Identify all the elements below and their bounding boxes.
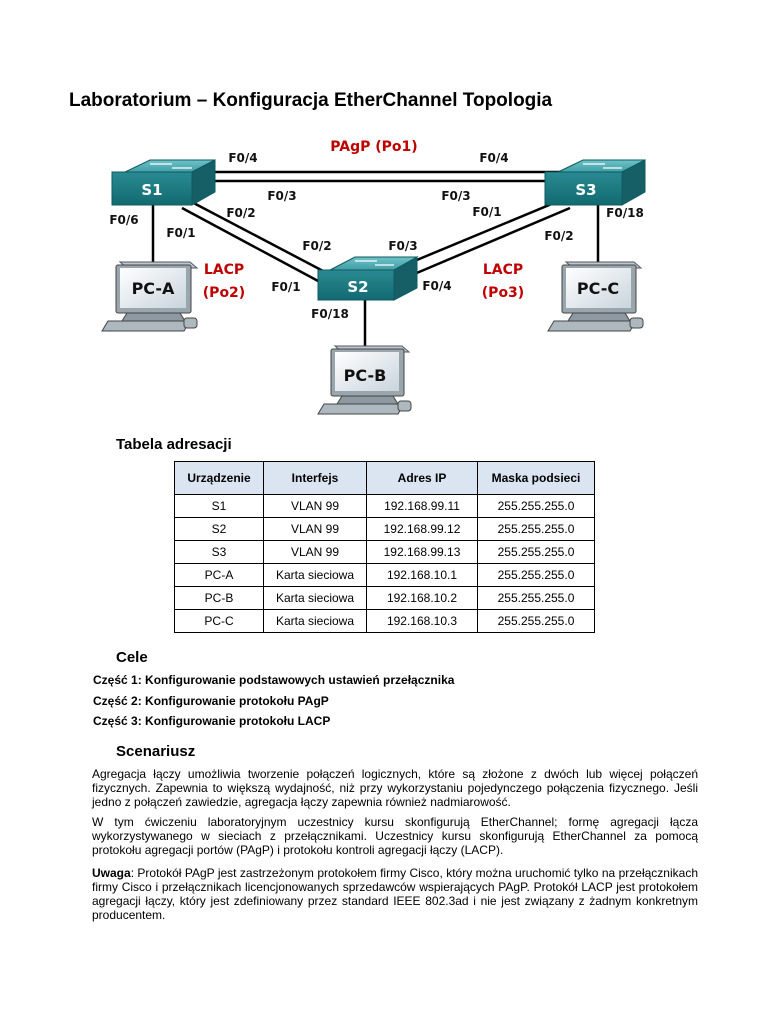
table-cell: 192.168.10.2 [366,586,478,610]
table-cell: PC-A [174,563,264,587]
access-links [151,204,600,352]
table-cell: 192.168.10.1 [366,563,478,587]
goals-heading: Cele [116,649,148,666]
table-row: PC-A Karta sieciowa 192.168.10.1 255.255… [174,563,595,587]
table-cell: 192.168.99.12 [366,517,478,541]
po3-protocol-label: LACP [483,262,523,278]
pc-a-label: PC-A [132,279,175,298]
port-label: F0/3 [388,239,417,253]
switch-s1: S1 [111,159,216,206]
column-header: Maska podsieci [477,461,595,495]
table-cell: S3 [174,540,264,564]
pc-c: PC-C [547,261,644,332]
addressing-table: Urządzenie Interfejs Adres IP Maska pods… [174,461,595,633]
switch-s3: S3 [544,159,646,206]
link-s1-s2-po2 [181,197,326,284]
table-cell: 255.255.255.0 [477,586,595,610]
pc-a: PC-A [101,261,199,332]
table-cell: Karta sieciowa [263,609,367,633]
switch-s2-label: S2 [347,278,368,296]
table-cell: Karta sieciowa [263,563,367,587]
table-row: S2 VLAN 99 192.168.99.12 255.255.255.0 [174,517,595,541]
pc-b-label: PC-B [344,366,387,385]
table-cell: Karta sieciowa [263,586,367,610]
scenario-note: Uwaga: Protokół PAgP jest zastrzeżonym p… [92,866,698,922]
table-row: S3 VLAN 99 192.168.99.13 255.255.255.0 [174,540,595,564]
port-label: F0/1 [472,205,501,219]
note-text: : Protokół PAgP jest zastrzeżonym protok… [92,866,698,922]
port-label: F0/3 [267,189,296,203]
table-cell: S1 [174,494,264,518]
goal-item: Część 3: Konfigurowanie protokołu LACP [93,714,331,728]
column-header: Urządzenie [174,461,264,495]
pc-b: PC-B [317,345,412,415]
addressing-table-heading: Tabela adresacji [116,436,232,453]
network-topology-diagram: S1 S3 S2 PC-A PC-C [101,139,646,415]
note-label: Uwaga [92,866,131,880]
link-s3-s2-po3 [411,196,571,277]
column-header: Adres IP [366,461,478,495]
table-cell: 255.255.255.0 [477,494,595,518]
scenario-heading: Scenariusz [116,743,196,760]
po2-name-label: (Po2) [203,285,245,301]
port-label: F0/1 [271,280,300,294]
pc-c-label: PC-C [577,279,619,298]
port-label: F0/4 [479,151,508,165]
port-label: F0/6 [109,213,138,227]
table-cell: 192.168.10.3 [366,609,478,633]
table-cell: VLAN 99 [263,540,367,564]
port-label: F0/4 [228,151,257,165]
column-header: Interfejs [263,461,367,495]
port-label: F0/1 [166,226,195,240]
po2-protocol-label: LACP [204,262,244,278]
table-cell: PC-C [174,609,264,633]
page-title: Laboratorium – Konfiguracja EtherChannel… [69,90,553,111]
port-label: F0/18 [311,307,349,321]
switch-s2: S2 [317,256,419,301]
po3-name-label: (Po3) [482,285,524,301]
table-cell: 255.255.255.0 [477,540,595,564]
table-row: PC-B Karta sieciowa 192.168.10.2 255.255… [174,586,595,610]
switch-s1-label: S1 [141,181,162,199]
table-cell: VLAN 99 [263,517,367,541]
scenario-paragraph-1: Agregacja łączy umożliwia tworzenie połą… [92,767,698,809]
table-row: PC-C Karta sieciowa 192.168.10.3 255.255… [174,609,595,633]
port-label: F0/18 [606,206,644,220]
switch-s3-label: S3 [575,181,596,199]
port-label: F0/4 [422,279,451,293]
port-label: F0/3 [441,189,470,203]
port-label: F0/2 [302,239,331,253]
po1-label: PAgP (Po1) [330,139,417,155]
table-cell: 192.168.99.13 [366,540,478,564]
scenario-paragraph-2: W tym ćwiczeniu laboratoryjnym uczestnic… [92,815,698,857]
table-cell: VLAN 99 [263,494,367,518]
table-cell: 255.255.255.0 [477,609,595,633]
port-label: F0/2 [226,206,255,220]
table-cell: 255.255.255.0 [477,563,595,587]
goal-item: Część 2: Konfigurowanie protokołu PAgP [93,694,329,708]
table-cell: 255.255.255.0 [477,517,595,541]
table-row: S1 VLAN 99 192.168.99.11 255.255.255.0 [174,494,595,518]
table-header-row: Urządzenie Interfejs Adres IP Maska pods… [174,461,595,495]
link-s1-s3-po1 [200,170,560,183]
table-cell: 192.168.99.11 [366,494,478,518]
table-cell: S2 [174,517,264,541]
port-label: F0/2 [544,229,573,243]
table-cell: PC-B [174,586,264,610]
goal-item: Część 1: Konfigurowanie podstawowych ust… [93,673,455,687]
